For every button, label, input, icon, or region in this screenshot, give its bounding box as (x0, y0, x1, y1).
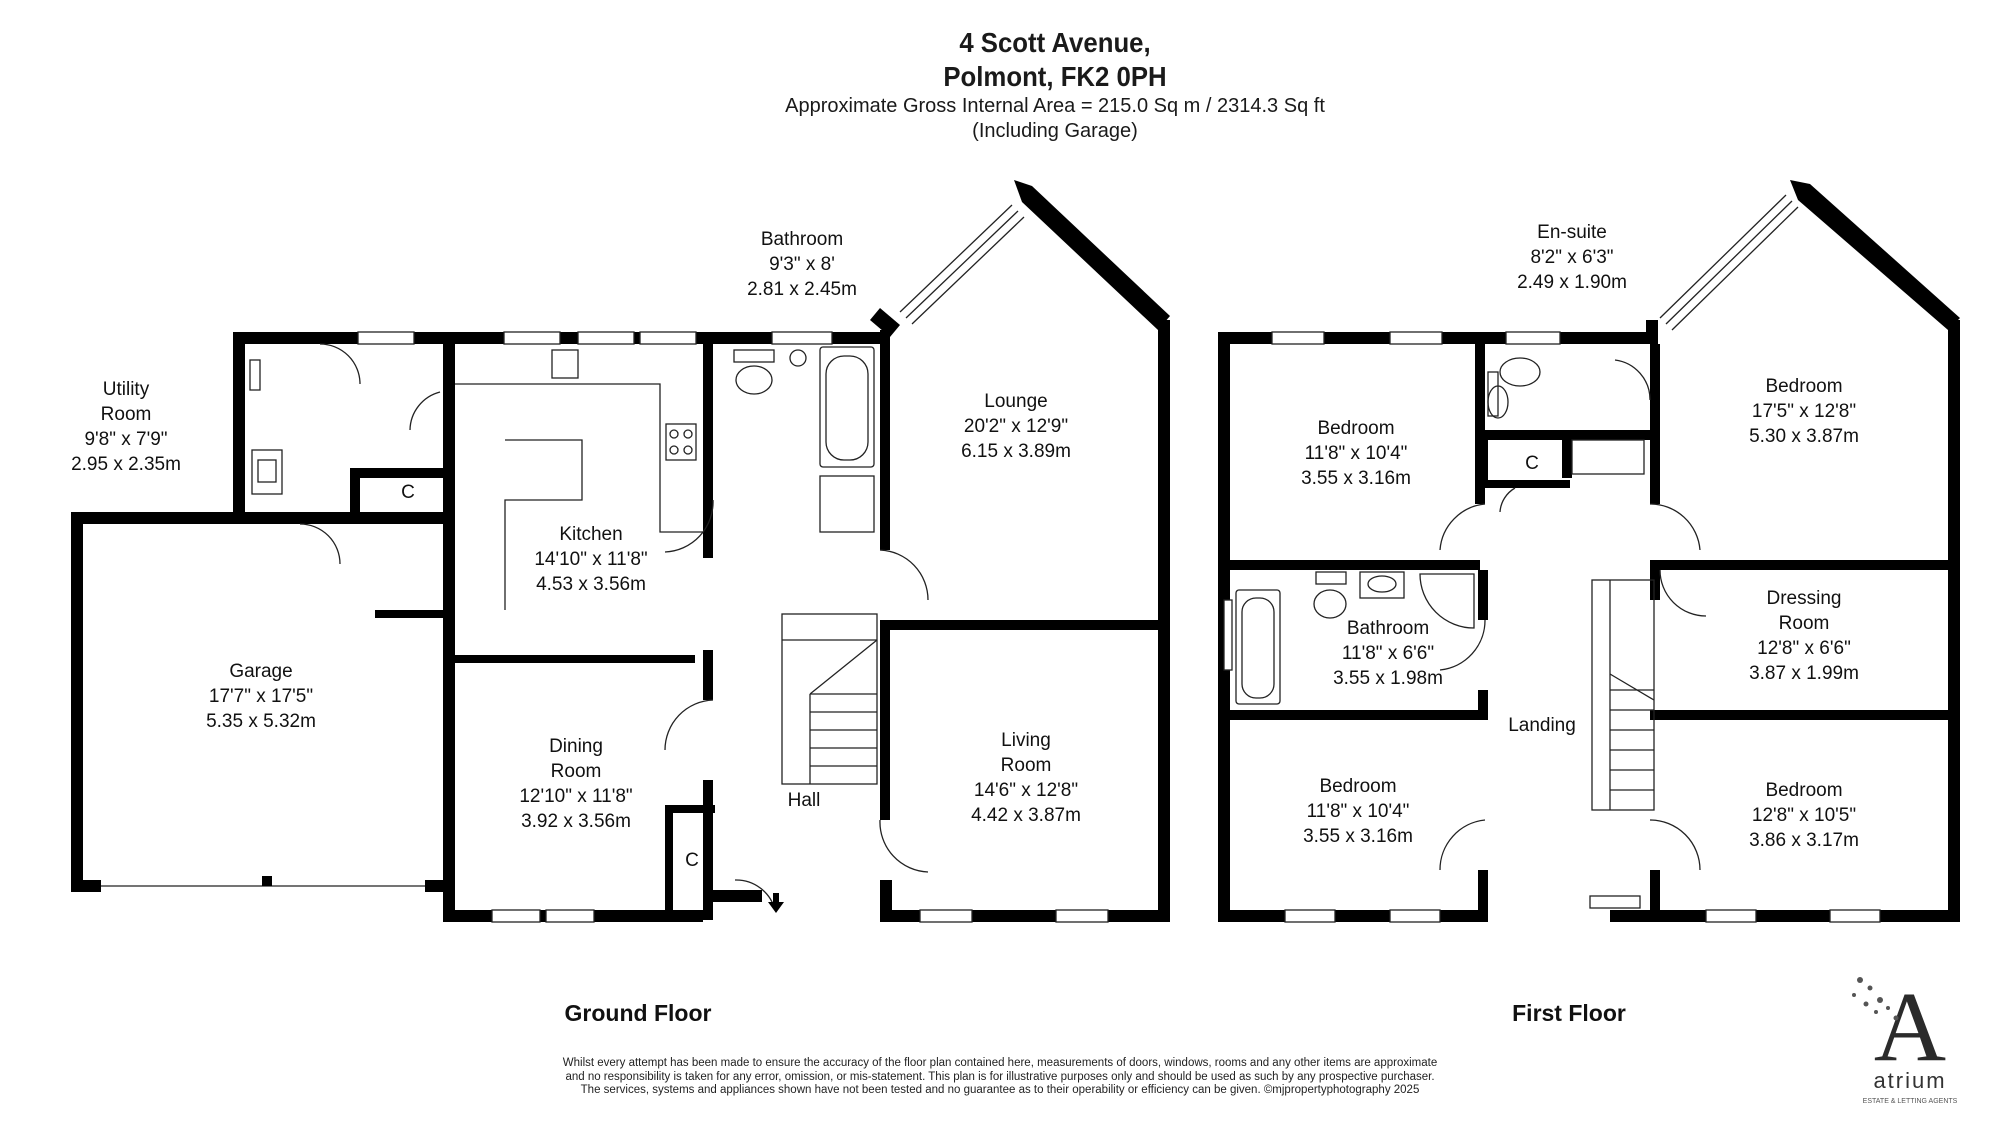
cupboard-label-hall: C (685, 850, 699, 871)
svg-text:20'2" x 12'9": 20'2" x 12'9" (964, 416, 1068, 437)
svg-text:14'6" x 12'8": 14'6" x 12'8" (974, 780, 1078, 801)
svg-text:2.81 x 2.45m: 2.81 x 2.45m (747, 279, 857, 300)
svg-text:Bedroom: Bedroom (1765, 376, 1842, 397)
svg-text:Bedroom: Bedroom (1317, 418, 1394, 439)
svg-text:En-suite: En-suite (1537, 222, 1607, 243)
svg-text:4.53 x 3.56m: 4.53 x 3.56m (536, 574, 646, 595)
svg-text:11'8" x 6'6": 11'8" x 6'6" (1342, 643, 1434, 664)
svg-text:Living: Living (1001, 730, 1051, 751)
svg-text:Dining: Dining (549, 736, 603, 757)
svg-text:Bedroom: Bedroom (1319, 776, 1396, 797)
svg-text:17'5" x 12'8": 17'5" x 12'8" (1752, 401, 1856, 422)
disclaimer-line-3: The services, systems and appliances sho… (580, 1084, 1420, 1096)
garage-note: (Including Garage) (972, 120, 1138, 142)
address-line-2: Polmont, FK2 0PH (943, 61, 1167, 92)
room-label-landing: Landing (1508, 715, 1576, 736)
room-label-lounge: Lounge 20'2" x 12'9" 6.15 x 3.89m (961, 391, 1071, 462)
svg-text:Kitchen: Kitchen (559, 524, 622, 545)
gross-area: Approximate Gross Internal Area = 215.0 … (785, 95, 1325, 117)
svg-text:3.55 x 3.16m: 3.55 x 3.16m (1303, 826, 1413, 847)
svg-text:5.35 x 5.32m: 5.35 x 5.32m (206, 711, 316, 732)
room-label-bathroom-first: Bathroom 11'8" x 6'6" 3.55 x 1.98m (1333, 618, 1443, 689)
room-label-hall: Hall (788, 790, 821, 811)
ground-floor-plan (71, 180, 1170, 923)
room-label-utility: Utility Room 9'8" x 7'9" 2.95 x 2.35m (71, 379, 181, 475)
svg-text:12'8" x 10'5": 12'8" x 10'5" (1752, 805, 1856, 826)
cupboard-label-first: C (1525, 453, 1539, 474)
disclaimer: Whilst every attempt has been made to en… (500, 1057, 1500, 1098)
svg-text:3.92 x 3.56m: 3.92 x 3.56m (521, 811, 631, 832)
svg-text:4.42 x 3.87m: 4.42 x 3.87m (971, 805, 1081, 826)
svg-text:3.55 x 3.16m: 3.55 x 3.16m (1301, 468, 1411, 489)
svg-text:Bathroom: Bathroom (1347, 618, 1429, 639)
svg-text:5.30 x 3.87m: 5.30 x 3.87m (1749, 426, 1859, 447)
svg-text:11'8" x 10'4": 11'8" x 10'4" (1307, 801, 1410, 822)
room-label-bedroom-bottom-left: Bedroom 11'8" x 10'4" 3.55 x 3.16m (1303, 776, 1413, 847)
svg-text:3.55 x 1.98m: 3.55 x 1.98m (1333, 668, 1443, 689)
room-label-dining: Dining Room 12'10" x 11'8" 3.92 x 3.56m (519, 736, 632, 832)
ground-floor-title: Ground Floor (565, 1000, 712, 1026)
svg-text:Room: Room (551, 761, 602, 782)
first-floor-title: First Floor (1512, 1000, 1626, 1026)
svg-text:Dressing: Dressing (1767, 588, 1842, 609)
room-label-bedroom-top-right: Bedroom 17'5" x 12'8" 5.30 x 3.87m (1749, 376, 1859, 447)
disclaimer-line-1: Whilst every attempt has been made to en… (562, 1057, 1438, 1069)
svg-text:Room: Room (101, 404, 152, 425)
room-label-living: Living Room 14'6" x 12'8" 4.42 x 3.87m (971, 730, 1081, 826)
address-line-1: 4 Scott Avenue, (959, 27, 1151, 58)
svg-text:Room: Room (1779, 613, 1830, 634)
room-label-garage: Garage 17'7" x 17'5" 5.35 x 5.32m (206, 661, 316, 732)
svg-text:12'8" x 6'6": 12'8" x 6'6" (1757, 638, 1851, 659)
svg-text:Utility: Utility (103, 379, 150, 400)
room-label-bathroom-ground: Bathroom 9'3" x 8' 2.81 x 2.45m (747, 229, 857, 300)
room-label-bedroom-bottom-right: Bedroom 12'8" x 10'5" 3.86 x 3.17m (1749, 780, 1859, 851)
svg-text:9'3" x 8': 9'3" x 8' (769, 254, 835, 275)
svg-text:9'8" x 7'9": 9'8" x 7'9" (84, 429, 167, 450)
room-label-ensuite: En-suite 8'2" x 6'3" 2.49 x 1.90m (1517, 222, 1627, 293)
svg-text:14'10" x 11'8": 14'10" x 11'8" (534, 549, 647, 570)
svg-text:A: A (1874, 971, 1946, 1082)
plan-header: 4 Scott Avenue, Polmont, FK2 0PH Approxi… (0, 26, 2000, 144)
atrium-logo: A atrium ESTATE & LETTING AGENTS (1840, 960, 1980, 1110)
svg-text:Bedroom: Bedroom (1765, 780, 1842, 801)
svg-text:12'10" x 11'8": 12'10" x 11'8" (519, 786, 632, 807)
svg-text:6.15 x 3.89m: 6.15 x 3.89m (961, 441, 1071, 462)
room-label-dressing: Dressing Room 12'8" x 6'6" 3.87 x 1.99m (1749, 588, 1859, 684)
cupboard-label-utility: C (401, 482, 415, 503)
room-label-bedroom-top-left: Bedroom 11'8" x 10'4" 3.55 x 3.16m (1301, 418, 1411, 489)
svg-text:Garage: Garage (229, 661, 292, 682)
svg-text:Bathroom: Bathroom (761, 229, 843, 250)
svg-text:Room: Room (1001, 755, 1052, 776)
svg-text:ESTATE & LETTING AGENTS: ESTATE & LETTING AGENTS (1863, 1098, 1958, 1105)
svg-text:3.86 x 3.17m: 3.86 x 3.17m (1749, 830, 1859, 851)
first-floor-plan (1218, 180, 1960, 923)
svg-text:17'7" x 17'5": 17'7" x 17'5" (209, 686, 313, 707)
room-label-kitchen: Kitchen 14'10" x 11'8" 4.53 x 3.56m (534, 524, 647, 595)
disclaimer-line-2: and no responsibility is taken for any e… (565, 1070, 1435, 1083)
svg-text:2.95 x 2.35m: 2.95 x 2.35m (71, 454, 181, 475)
svg-text:atrium: atrium (1873, 1068, 1946, 1093)
svg-text:Lounge: Lounge (984, 391, 1047, 412)
svg-text:11'8" x 10'4": 11'8" x 10'4" (1305, 443, 1408, 464)
svg-text:2.49 x 1.90m: 2.49 x 1.90m (1517, 272, 1627, 293)
svg-text:3.87 x 1.99m: 3.87 x 1.99m (1749, 663, 1859, 684)
svg-text:8'2" x 6'3": 8'2" x 6'3" (1530, 247, 1613, 268)
atrium-logo-mark: A atrium ESTATE & LETTING AGENTS (1852, 971, 1958, 1105)
